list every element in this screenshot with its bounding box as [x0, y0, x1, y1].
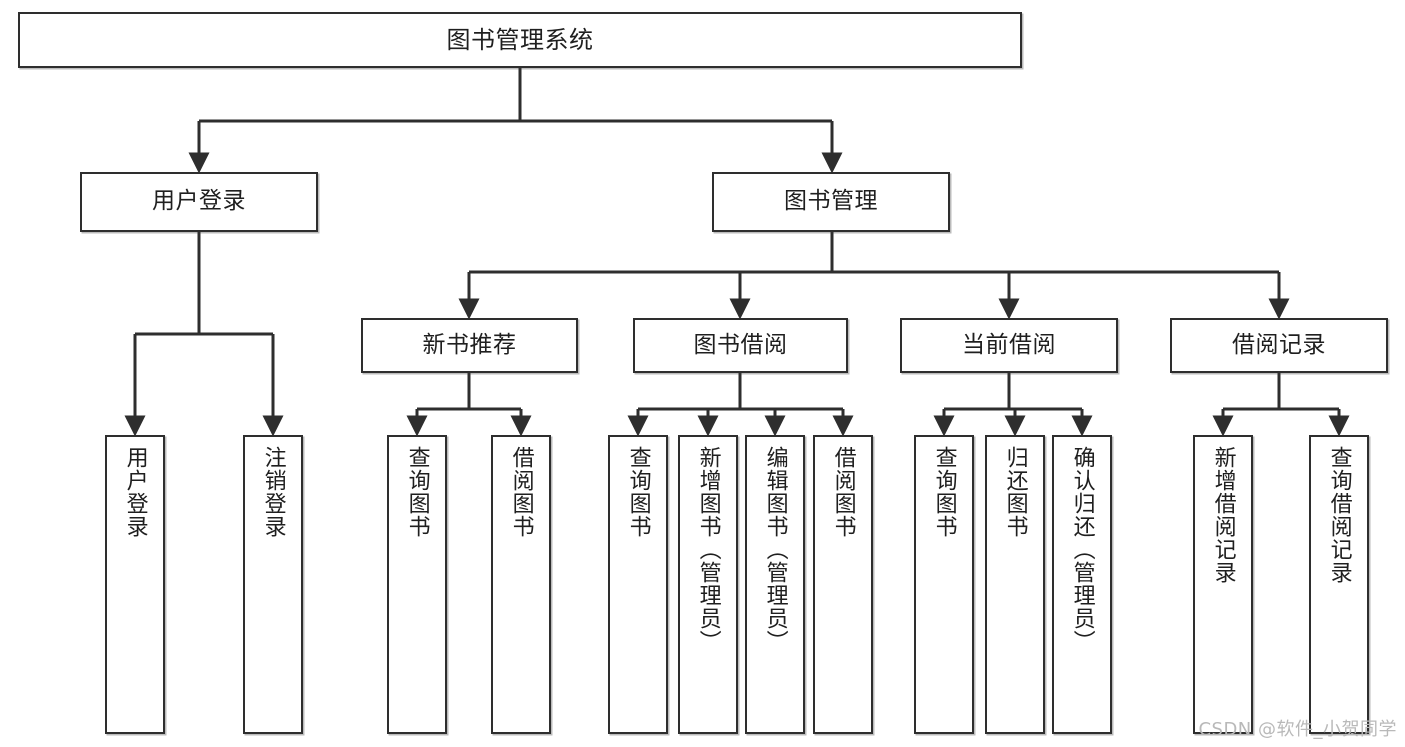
node-borrow-record-label: 借阅记录: [1232, 331, 1326, 358]
node-leaf-user-logout-label: 注销登录: [260, 446, 286, 538]
node-book-borrow[interactable]: 图书借阅: [633, 318, 848, 373]
node-leaf-query-book-2[interactable]: 查询图书: [608, 435, 668, 734]
node-leaf-query-book-3[interactable]: 查询图书: [914, 435, 974, 734]
node-root[interactable]: 图书管理系统: [18, 12, 1022, 68]
node-borrow-record[interactable]: 借阅记录: [1170, 318, 1388, 373]
node-leaf-query-record-label: 查询借阅记录: [1326, 446, 1352, 584]
node-leaf-edit-book[interactable]: 编辑图书（管理员）: [745, 435, 805, 734]
watermark: CSDN @软件_小贺同学: [1198, 719, 1397, 740]
node-book-borrow-label: 图书借阅: [693, 331, 788, 358]
node-leaf-edit-book-label: 编辑图书（管理员）: [762, 446, 788, 653]
node-book-manage[interactable]: 图书管理: [712, 172, 950, 232]
node-leaf-query-record[interactable]: 查询借阅记录: [1309, 435, 1369, 734]
node-book-manage-label: 图书管理: [784, 188, 878, 215]
node-leaf-borrow-book-1-label: 借阅图书: [508, 446, 534, 538]
node-leaf-user-login-label: 用户登录: [122, 446, 148, 538]
node-leaf-add-record[interactable]: 新增借阅记录: [1193, 435, 1253, 734]
node-leaf-confirm-return-label: 确认归还（管理员）: [1069, 446, 1095, 653]
node-new-book-recommend-label: 新书推荐: [422, 331, 517, 358]
node-leaf-borrow-book-2-label: 借阅图书: [830, 446, 856, 538]
node-user-login[interactable]: 用户登录: [80, 172, 318, 232]
node-leaf-add-book[interactable]: 新增图书（管理员）: [678, 435, 738, 734]
node-current-borrow[interactable]: 当前借阅: [900, 318, 1118, 373]
node-leaf-return-book[interactable]: 归还图书: [985, 435, 1045, 734]
node-leaf-query-book-3-label: 查询图书: [931, 446, 957, 538]
node-current-borrow-label: 当前借阅: [962, 331, 1056, 358]
node-leaf-return-book-label: 归还图书: [1002, 446, 1028, 538]
node-root-label: 图书管理系统: [446, 25, 594, 54]
node-new-book-recommend[interactable]: 新书推荐: [361, 318, 578, 373]
node-leaf-borrow-book-1[interactable]: 借阅图书: [491, 435, 551, 734]
node-leaf-borrow-book-2[interactable]: 借阅图书: [813, 435, 873, 734]
node-leaf-add-record-label: 新增借阅记录: [1210, 446, 1236, 584]
node-leaf-query-book-1[interactable]: 查询图书: [387, 435, 447, 734]
node-leaf-user-login[interactable]: 用户登录: [105, 435, 165, 734]
node-leaf-query-book-1-label: 查询图书: [404, 446, 430, 538]
node-leaf-query-book-2-label: 查询图书: [625, 446, 651, 538]
node-leaf-add-book-label: 新增图书（管理员）: [695, 446, 721, 653]
node-leaf-confirm-return[interactable]: 确认归还（管理员）: [1052, 435, 1112, 734]
node-user-login-label: 用户登录: [152, 188, 246, 215]
node-leaf-user-logout[interactable]: 注销登录: [243, 435, 303, 734]
